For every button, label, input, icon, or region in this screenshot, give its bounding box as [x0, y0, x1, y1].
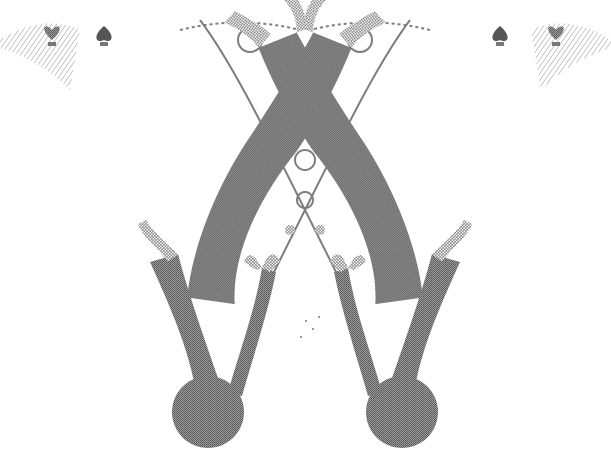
inner-arm-left — [228, 254, 280, 396]
spade-icon — [492, 26, 508, 46]
corner-fan-top-left — [0, 23, 80, 90]
heart-icon — [44, 26, 60, 46]
center-speckle — [300, 316, 320, 338]
heart-icon — [548, 26, 564, 46]
spade-icon — [96, 26, 112, 46]
corner-fan-top-right — [531, 23, 611, 90]
inner-arm-right — [330, 254, 382, 396]
